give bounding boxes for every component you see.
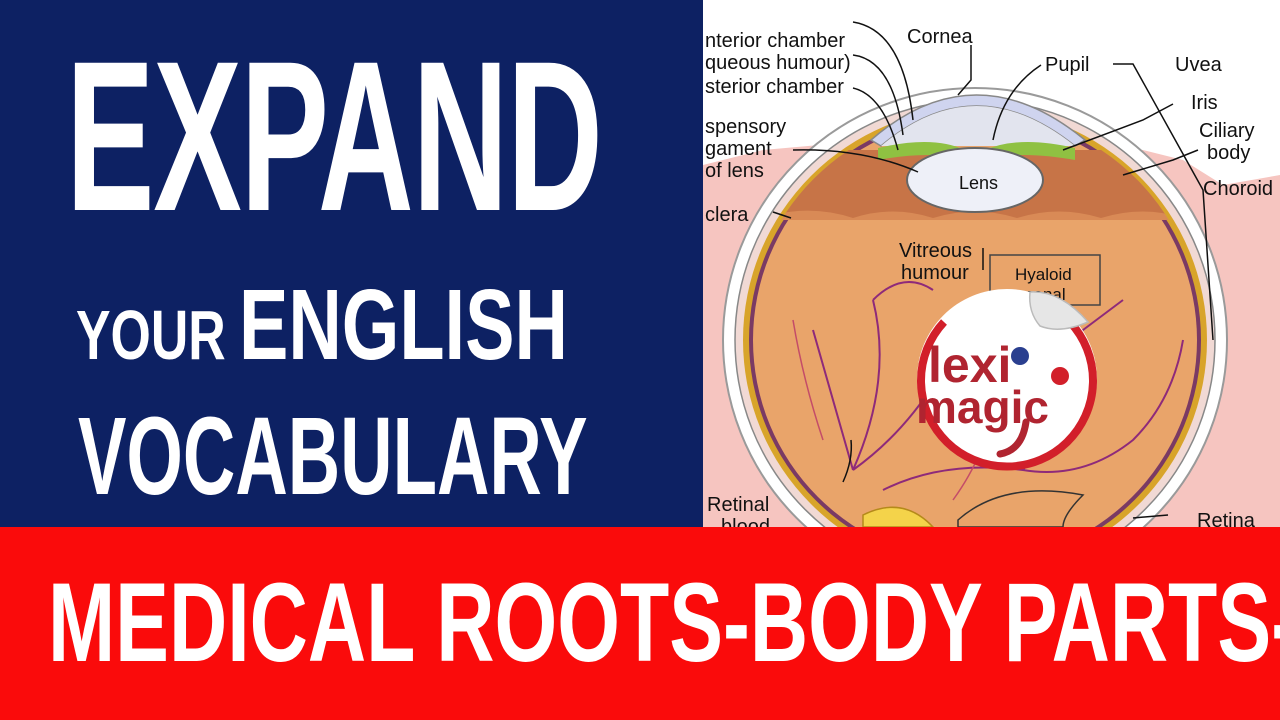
label-humour: humour bbox=[901, 262, 969, 284]
headline-vocabulary: VOCABULARY bbox=[78, 395, 588, 518]
label-blood: blood bbox=[721, 516, 770, 527]
logo-badge bbox=[917, 289, 1097, 469]
logo-dot-red bbox=[1051, 367, 1069, 385]
label-retinal: Retinal bbox=[707, 494, 770, 516]
label-aqueous-humour: queous humour) bbox=[705, 52, 851, 74]
headline-english: ENGLISH bbox=[238, 269, 568, 381]
label-body: body bbox=[1207, 142, 1251, 164]
label-uvea: Uvea bbox=[1175, 54, 1222, 76]
label-pupil: Pupil bbox=[1045, 54, 1090, 76]
label-ligament: gament bbox=[705, 138, 772, 160]
label-lens: Lens bbox=[959, 173, 999, 193]
logo-page-curl bbox=[1028, 291, 1090, 330]
banner-title: MEDICAL ROOTS-BODY PARTS-2 bbox=[48, 560, 1280, 685]
logo-dot-blue bbox=[1011, 347, 1029, 365]
label-cornea: Cornea bbox=[907, 26, 973, 48]
label-posterior-chamber: sterior chamber bbox=[705, 76, 844, 98]
label-ciliary: Ciliary bbox=[1199, 120, 1255, 142]
label-of-lens: of lens bbox=[705, 160, 764, 182]
retinal-vessels-left bbox=[812, 281, 964, 471]
logo-text-magic: magic bbox=[916, 381, 1049, 433]
lens-shape bbox=[906, 147, 1044, 213]
label-anterior-chamber: nterior chamber bbox=[705, 30, 846, 52]
eye-diagram: nterior chamber queous humour) sterior c… bbox=[703, 0, 1280, 527]
title-banner: MEDICAL ROOTS-BODY PARTS-2 bbox=[0, 527, 1280, 720]
logo-mark bbox=[917, 289, 1097, 471]
optic-disc-outline bbox=[957, 490, 1085, 527]
label-hyaloid: Hyaloid bbox=[1015, 265, 1072, 284]
optic-nerve bbox=[862, 506, 935, 527]
logo-ring bbox=[917, 319, 1097, 471]
headline-expand: EXPAND bbox=[66, 17, 603, 256]
label-suspensory: spensory bbox=[705, 116, 787, 138]
label-sclera: clera bbox=[705, 204, 749, 226]
leader-lines bbox=[772, 21, 1214, 519]
headline-your: YOUR bbox=[76, 296, 226, 374]
label-iris: Iris bbox=[1191, 92, 1218, 114]
lexi-magic-logo: lexi magic bbox=[910, 282, 1104, 476]
anterior-chamber-shape bbox=[881, 106, 1075, 146]
label-vitreous: Vitreous bbox=[899, 240, 973, 262]
label-retina: Retina bbox=[1197, 510, 1255, 527]
logo-text-lexi: lexi bbox=[928, 337, 1012, 393]
label-choroid: Choroid bbox=[1203, 178, 1274, 200]
logo-g-tail bbox=[996, 418, 1030, 458]
